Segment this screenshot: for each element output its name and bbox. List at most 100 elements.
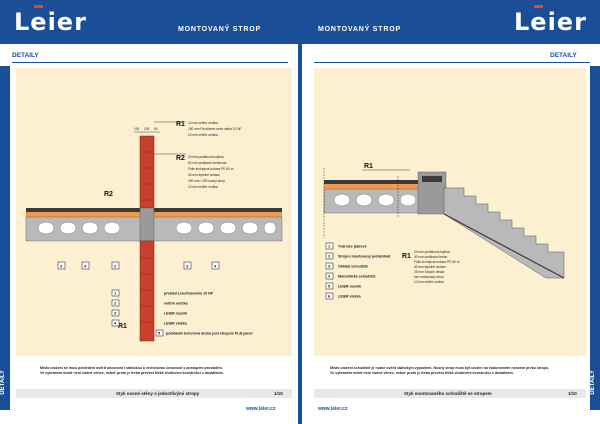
svg-text:podkladní betonová deska pod s: podkladní betonová deska pod stropem PLB…	[166, 332, 252, 336]
slab-marker-5: 4	[211, 261, 220, 270]
r2-layer-5: 230 mm / 250 nosný strop	[188, 179, 225, 183]
brand-logo: Leier	[514, 5, 587, 36]
stair-flight	[443, 187, 565, 279]
side-tab-label: DETAILY	[0, 370, 6, 395]
svg-text:6: 6	[328, 294, 331, 299]
slab-voids	[37, 221, 277, 235]
figure-caption: Styk montovaného schodiště se stropem	[404, 390, 492, 396]
legend-item-3: 3 Obklad schodiště	[325, 262, 368, 270]
header-title: MONTOVANÝ STROP	[318, 26, 401, 33]
tag-r1-legend: R1	[402, 253, 411, 260]
stair-floor-detail-drawing: R1 1 Tvárnice jádrové 2 Stropní montovan…	[323, 163, 565, 300]
svg-text:2: 2	[114, 264, 117, 269]
section-label: DETAILY	[12, 52, 39, 59]
svg-text:3: 3	[60, 264, 63, 269]
wall-ring-beam	[139, 207, 155, 242]
logo-accent	[34, 5, 43, 8]
legend-item-3: 3 LEIER nosník	[111, 309, 187, 317]
landing-insert	[422, 176, 442, 182]
svg-text:1: 1	[328, 244, 331, 249]
legend-item-5: 5 LEIER nosník	[325, 282, 361, 290]
r1-layer-3: 10 mm vnitřní omítka	[188, 133, 218, 137]
r2-layer-2: 60 mm podkladní betonová	[188, 161, 227, 165]
legend-item-1: 1 Tvárnice jádrové	[325, 242, 367, 250]
svg-text:3: 3	[328, 264, 331, 269]
r1-layer-4: 40 mm tepelné izolace	[414, 265, 446, 269]
svg-text:4: 4	[114, 321, 117, 326]
svg-text:LEIER vložka: LEIER vložka	[164, 322, 188, 326]
svg-text:4: 4	[214, 264, 217, 269]
svg-text:Stropní montovaný prefabrikát: Stropní montovaný prefabrikát	[338, 255, 391, 259]
svg-text:Tvárnice jádrové: Tvárnice jádrové	[338, 245, 367, 249]
r1-layer-7: 10 mm vnitřní omítka	[414, 280, 444, 284]
page-number: 21	[590, 411, 596, 417]
r2-layer-6: 10 mm vnitřní omítka	[188, 185, 218, 189]
r1-layer-6: mm montovaný strop	[414, 275, 444, 279]
header-band: Leier MONTOVANÝ STROP	[0, 0, 298, 44]
svg-text:LEIER vložka: LEIER vložka	[338, 295, 362, 299]
detail-panel: 100 100 50 R1 R2 R2 R1 10 mm vnitřní omí…	[16, 68, 292, 356]
legend-item-4: 4 LEIER vložka	[111, 319, 188, 327]
r1-layer-5: 25 mm Stropní deska	[414, 270, 445, 274]
right-page: MONTOVANÝ STROP Leier DETAILY DETAILY	[302, 0, 600, 424]
svg-text:Obklad schodiště: Obklad schodiště	[338, 265, 368, 269]
figure-caption: Styk nosné stěny s jednotlivými stropy	[116, 390, 200, 396]
left-page: Leier MONTOVANÝ STROP DETAILY DETAILY	[0, 0, 298, 424]
slab-marker-3: 2	[111, 261, 120, 270]
svg-text:5: 5	[328, 284, 331, 289]
legend-item-6: 6 LEIER vložka	[325, 292, 362, 300]
footer-url[interactable]: www.leier.cz	[318, 406, 348, 412]
svg-text:4: 4	[328, 274, 331, 279]
tag-r1-bottom: R1	[118, 323, 127, 330]
brand-logo: Leier	[14, 5, 87, 36]
svg-text:5: 5	[158, 331, 161, 336]
side-tab-label: DETAILY	[590, 370, 596, 395]
legend-item-4: 4 Monolitické schodiště	[325, 272, 376, 280]
svg-text:vnitřní omítka: vnitřní omítka	[164, 302, 189, 306]
page-number: 20	[2, 411, 8, 417]
svg-text:LEIER nosník: LEIER nosník	[338, 285, 361, 289]
r2-layer-3: Fólie kročejová izolace PE 60 m	[188, 167, 234, 171]
tag-r1-top: R1	[364, 163, 373, 170]
lower-wall	[139, 240, 155, 342]
slab-marker-4: 3	[183, 261, 192, 270]
logo-accent	[534, 5, 543, 8]
header-rule	[314, 62, 590, 63]
r1-layer-1: 20 mm podlahová krytina	[414, 250, 450, 254]
detail-note: Místo uložení schodiště je nutné ověřit …	[330, 366, 550, 375]
figure-ref: 1/10	[568, 390, 577, 396]
svg-text:4: 4	[84, 264, 87, 269]
svg-text:1: 1	[114, 291, 117, 296]
header-title: MONTOVANÝ STROP	[178, 26, 261, 33]
svg-text:2: 2	[328, 254, 331, 259]
tag-r2-side: R2	[104, 191, 113, 198]
r1-layer-3: Fólie kročejová izolace PE 60 m	[414, 260, 460, 264]
screed-layer	[324, 180, 444, 184]
svg-text:3: 3	[186, 264, 189, 269]
figure-ref: 1/10	[274, 390, 283, 396]
r2-layer-1: 20 mm podlahová krytina	[188, 155, 224, 159]
r2-layer-4: 40 mm tepelné izolace	[188, 173, 220, 177]
dim-3: 50	[154, 127, 158, 131]
insulation-layer	[324, 184, 444, 189]
detail-note: Místo uložení se musí pohledem ověřit ún…	[40, 366, 224, 375]
r1-layer-2: 40 mm podkladní beton	[414, 255, 448, 259]
tag-r1-top: R1	[176, 121, 185, 128]
caption-bar: Styk nosné stěny s jednotlivými stropy 1…	[16, 389, 292, 398]
stair-soffit	[443, 213, 565, 279]
header-band: MONTOVANÝ STROP Leier	[302, 0, 600, 44]
footer-url[interactable]: www.leier.cz	[246, 406, 276, 412]
r1-layer-1: 10 mm vnitřní omítka	[188, 121, 218, 125]
legend-item-1: 1 překlad Leier/tvarovka 10 NF	[111, 289, 214, 297]
upper-wall	[139, 135, 155, 209]
svg-text:Monolitické schodiště: Monolitické schodiště	[338, 275, 376, 279]
side-tab	[590, 66, 600, 410]
upper-wall-joints	[140, 151, 154, 201]
wall-floor-detail-drawing: 100 100 50 R1 R2 R2 R1 10 mm vnitřní omí…	[25, 121, 283, 342]
legend-item-2: 2 vnitřní omítka	[111, 299, 189, 307]
header-rule	[12, 62, 288, 63]
svg-text:3: 3	[114, 311, 117, 316]
r1-layer-2: 150 mm Porotherm nebo stěna 10 NF	[188, 127, 242, 131]
legend-item-2: 2 Stropní montovaný prefabrikát	[325, 252, 391, 260]
